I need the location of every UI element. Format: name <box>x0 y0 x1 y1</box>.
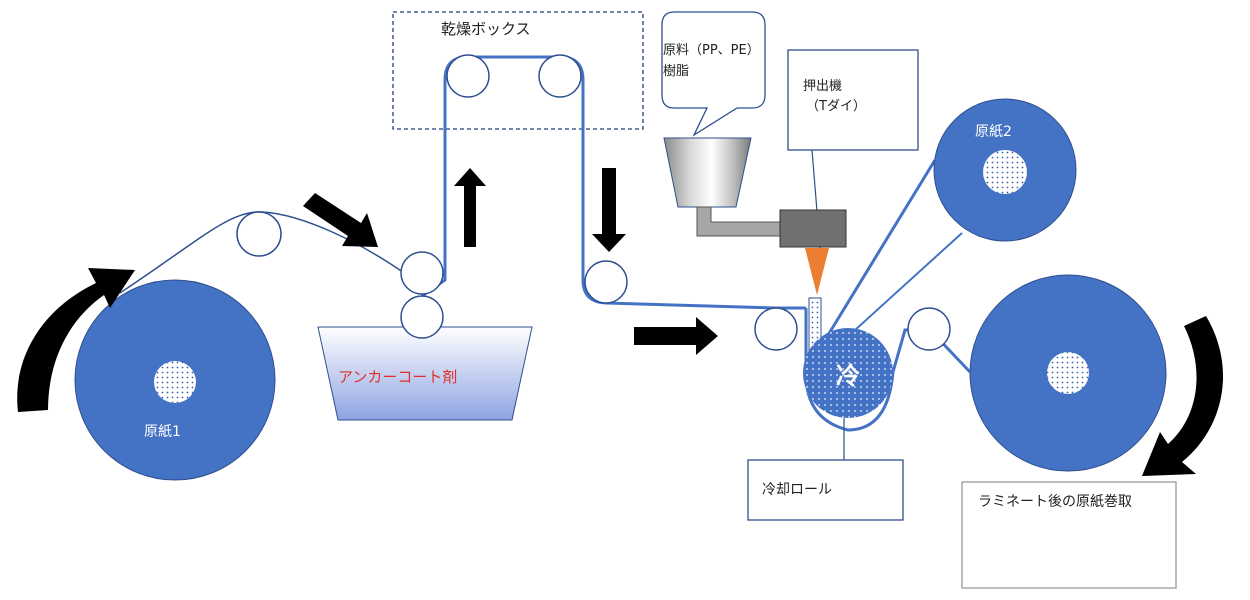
guide-roller <box>584 260 628 304</box>
curved-arrow-winding-icon <box>1142 316 1224 476</box>
guide-roller <box>754 307 798 351</box>
extruder-callout <box>787 49 919 151</box>
cooling-roll-label: 冷却ロール <box>762 482 832 498</box>
process-arrow-up-icon <box>454 168 486 247</box>
base-paper-2-label: 原紙2 <box>975 124 1012 140</box>
extruder-label-line1: 押出機 <box>803 79 842 94</box>
extruder-label-line2: （Tダイ） <box>806 99 866 114</box>
process-arrow-down-icon <box>592 168 626 252</box>
base-paper-1-core <box>154 361 196 403</box>
winding-callout <box>961 481 1177 589</box>
winding-label: ラミネート後の原紙巻取 <box>978 494 1132 510</box>
resin-hopper <box>663 137 752 208</box>
guide-roller <box>236 211 282 257</box>
process-arrow-right-icon <box>634 317 718 355</box>
dryer-roller <box>538 54 582 98</box>
anchor-coat-label: アンカーコート剤 <box>338 368 457 386</box>
cooling-roll <box>803 328 893 418</box>
t-die-melt <box>805 248 829 295</box>
base-paper-2-core <box>983 150 1027 194</box>
extruder-body <box>779 209 847 248</box>
anchor-coat-tank <box>317 326 533 421</box>
process-arrow-diagonal-icon <box>303 193 378 247</box>
cooling-roll-callout <box>747 459 904 521</box>
resin-callout <box>661 11 766 137</box>
cooling-roll-symbol: 冷 <box>836 362 860 390</box>
feed-pipe <box>696 206 781 237</box>
guide-roller <box>400 251 444 295</box>
coating-roller <box>400 295 444 339</box>
dryer-roller <box>446 54 490 98</box>
winding-core <box>1047 352 1089 394</box>
resin-label-line1: 原料（PP、PE） <box>663 43 760 58</box>
drying-box-label: 乾燥ボックス <box>441 20 531 38</box>
resin-label-line2: 樹脂 <box>663 64 689 79</box>
drying-box <box>392 11 644 130</box>
web-path-paper2 <box>820 159 937 346</box>
base-paper-1-label: 原紙1 <box>144 424 181 440</box>
web-path-main <box>421 55 806 310</box>
guide-roller <box>907 307 951 351</box>
curved-arrow-unwind-icon <box>17 268 135 412</box>
